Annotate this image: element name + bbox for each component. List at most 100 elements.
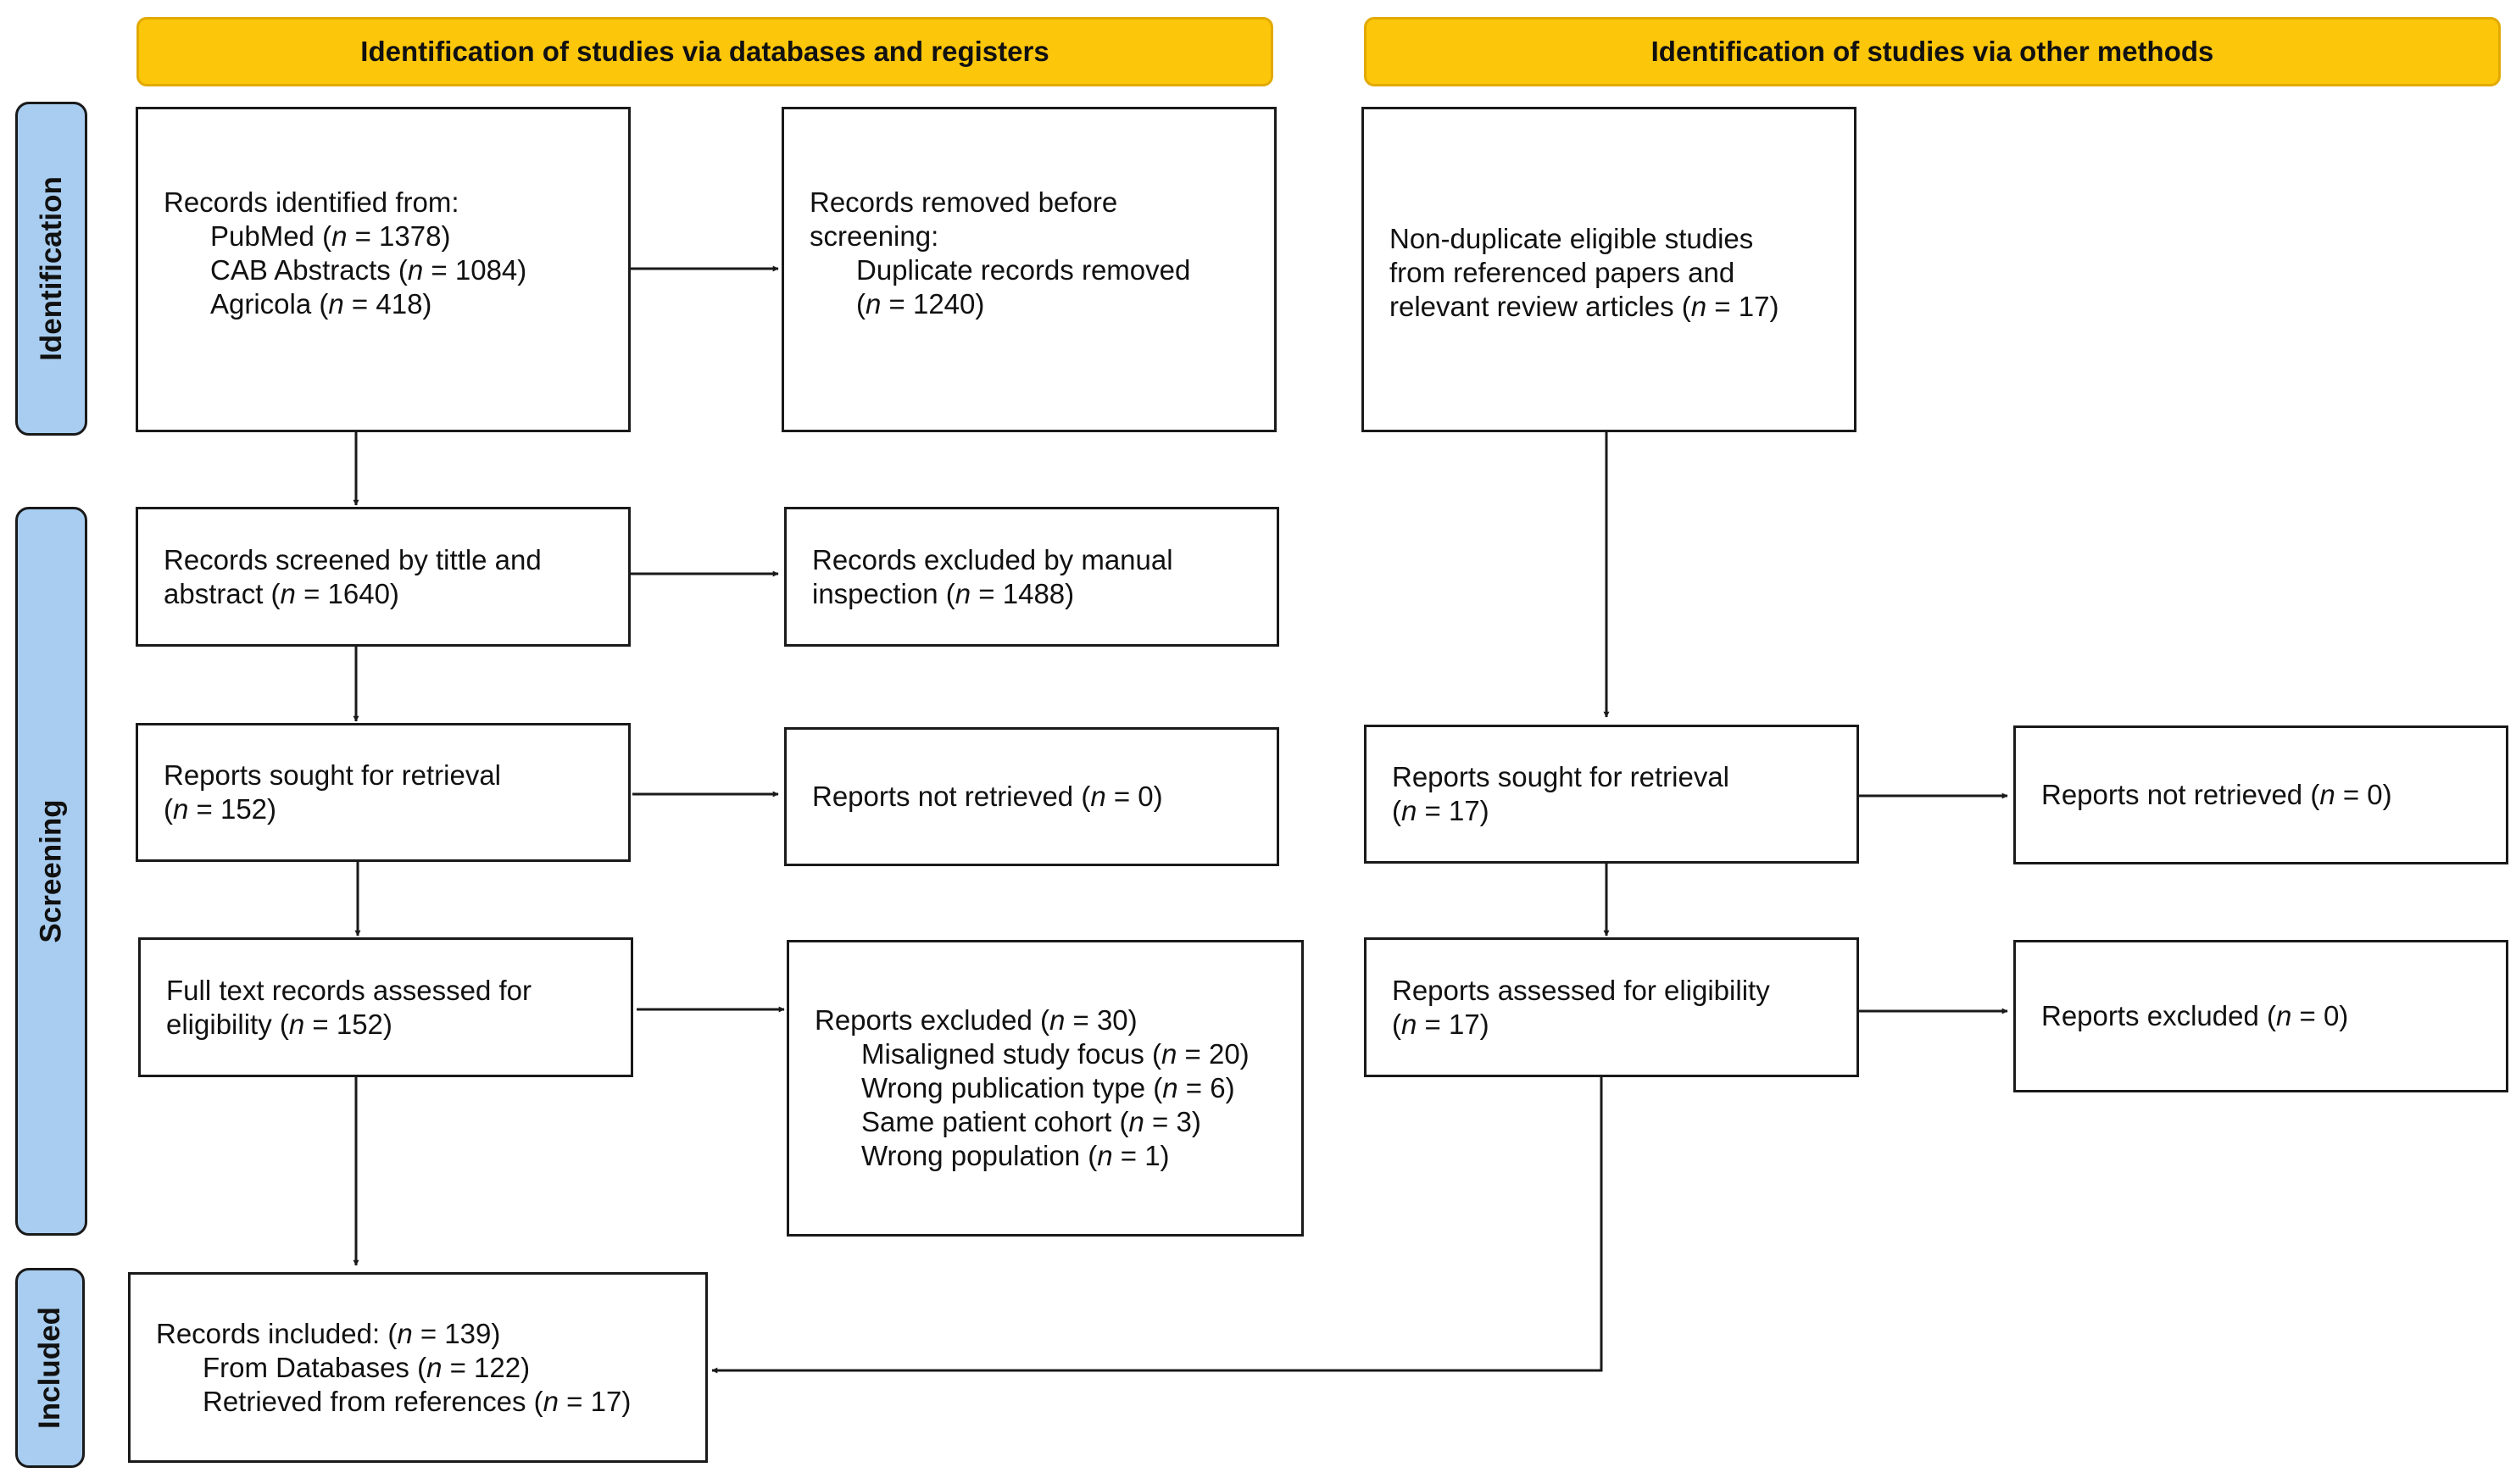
box-text-line: Records removed before: [810, 186, 1249, 220]
count-symbol: n: [2275, 1000, 2292, 1031]
box-reports-not-retrieved-db: Reports not retrieved (n = 0): [784, 727, 1279, 866]
line-text-pre: abstract (: [164, 577, 281, 609]
box-text-line: relevant review articles (n = 17): [1389, 290, 1829, 324]
box-text-line: CAB Abstracts (n = 1084): [164, 253, 603, 287]
box-text-line: Records excluded by manual: [812, 543, 1251, 577]
count-symbol: n: [1161, 1038, 1177, 1070]
count-symbol: n: [1049, 1004, 1066, 1036]
line-text-count: = 139): [412, 1317, 501, 1349]
box-text-line: inspection (n = 1488): [812, 577, 1251, 611]
line-text: Non-duplicate eligible studies: [1389, 223, 1754, 254]
box-reports-assessed-other: Reports assessed for eligibility(n = 17): [1364, 937, 1859, 1077]
line-text-pre: Retrieved from references (: [203, 1385, 543, 1417]
line-text-count: = 152): [188, 793, 277, 825]
count-symbol: n: [955, 577, 971, 609]
box-text-line: from referenced papers and: [1389, 256, 1829, 290]
line-text: Records excluded by manual: [812, 543, 1173, 575]
phase-included: Included: [15, 1268, 85, 1468]
count-symbol: n: [397, 1317, 413, 1349]
box-text-line: Records identified from:: [164, 186, 603, 220]
count-symbol: n: [1401, 1008, 1417, 1040]
line-text: from referenced papers and: [1389, 257, 1735, 288]
line-text-pre: eligibility (: [166, 1008, 289, 1040]
line-text-pre: Reports not retrieved (: [2041, 779, 2320, 810]
line-text-count: = 1240): [881, 288, 985, 320]
box-text-line: Wrong population (n = 1): [815, 1139, 1276, 1173]
line-text-count: = 17): [1417, 1008, 1489, 1040]
box-text-line: Records screened by tittle and: [164, 543, 603, 577]
count-symbol: n: [1690, 291, 1707, 322]
line-text-count: = 418): [343, 288, 432, 320]
box-reports-sought-other: Reports sought for retrieval(n = 17): [1364, 725, 1859, 864]
line-text-pre: Records included: (: [156, 1317, 398, 1349]
line-text-pre: Misaligned study focus (: [861, 1038, 1161, 1070]
line-text-count: = 17): [559, 1385, 632, 1417]
count-symbol: n: [866, 288, 882, 320]
phase-screening: Screening: [15, 507, 87, 1236]
count-symbol: n: [426, 1351, 443, 1383]
line-text-count: = 17): [1417, 795, 1489, 826]
line-text-pre: (: [164, 793, 173, 825]
box-text-line: Retrieved from references (n = 17): [156, 1385, 680, 1419]
count-symbol: n: [1128, 1106, 1144, 1137]
line-text-count: = 122): [442, 1351, 531, 1383]
line-text-pre: Same patient cohort (: [861, 1106, 1129, 1137]
line-text-pre: Wrong population (: [861, 1140, 1098, 1171]
line-text: Reports sought for retrieval: [1392, 761, 1730, 792]
box-text-line: PubMed (n = 1378): [164, 220, 603, 253]
box-text-line: Reports assessed for eligibility: [1392, 974, 1831, 1008]
box-text-line: Full text records assessed for: [166, 974, 605, 1008]
line-text: Duplicate records removed: [856, 254, 1191, 286]
line-text: Records removed before: [810, 186, 1118, 218]
header-other-methods: Identification of studies via other meth…: [1364, 17, 2501, 86]
line-text: Records identified from:: [164, 186, 459, 218]
box-reports-excluded-other: Reports excluded (n = 0): [2013, 940, 2508, 1092]
line-text-count: = 17): [1706, 291, 1779, 322]
line-text-count: = 1488): [971, 577, 1075, 609]
box-text-line: Wrong publication type (n = 6): [815, 1071, 1276, 1105]
line-text-count: = 0): [2291, 1000, 2349, 1031]
box-text-line: (n = 152): [164, 792, 603, 826]
line-text-count: = 1): [1112, 1140, 1170, 1171]
box-text-line: (n = 17): [1392, 1008, 1831, 1042]
line-text-count: = 152): [304, 1008, 392, 1040]
line-text-count: = 3): [1144, 1106, 1201, 1137]
box-text-line: Reports sought for retrieval: [164, 759, 603, 792]
count-symbol: n: [331, 220, 348, 252]
box-text-line: (n = 17): [1392, 794, 1831, 828]
line-text: Full text records assessed for: [166, 974, 532, 1006]
phase-identification-label: Identification: [34, 176, 68, 361]
line-text-pre: relevant review articles (: [1389, 291, 1691, 322]
line-text-pre: Wrong publication type (: [861, 1072, 1163, 1103]
line-text-count: = 20): [1177, 1038, 1250, 1070]
header-databases: Identification of studies via databases …: [136, 17, 1273, 86]
box-text-line: Duplicate records removed: [810, 253, 1249, 287]
box-text-line: Misaligned study focus (n = 20): [815, 1037, 1276, 1071]
box-text-line: Reports excluded (n = 0): [2041, 999, 2480, 1033]
line-text-pre: From Databases (: [203, 1351, 427, 1383]
box-reports-excluded-db: Reports excluded (n = 30)Misaligned stud…: [787, 940, 1304, 1237]
box-text-line: Non-duplicate eligible studies: [1389, 222, 1829, 256]
line-text-count: = 0): [1105, 781, 1163, 812]
line-text-count: = 6): [1177, 1072, 1235, 1103]
line-text-pre: Reports excluded (: [815, 1004, 1049, 1036]
arrow-other-assessed-to-included: [711, 1076, 1603, 1374]
count-symbol: n: [1097, 1140, 1113, 1171]
line-text-count: = 1378): [347, 220, 451, 252]
count-symbol: n: [173, 793, 189, 825]
line-text: Records screened by tittle and: [164, 543, 542, 575]
box-text-line: eligibility (n = 152): [166, 1008, 605, 1042]
box-text-line: Records included: (n = 139): [156, 1317, 680, 1351]
box-text-line: Agricola (n = 418): [164, 287, 603, 321]
count-symbol: n: [1162, 1072, 1178, 1103]
line-text-count: = 0): [2335, 779, 2392, 810]
line-text-count: = 1084): [423, 254, 527, 286]
phase-identification: Identification: [15, 102, 87, 436]
line-text-pre: (: [856, 288, 866, 320]
